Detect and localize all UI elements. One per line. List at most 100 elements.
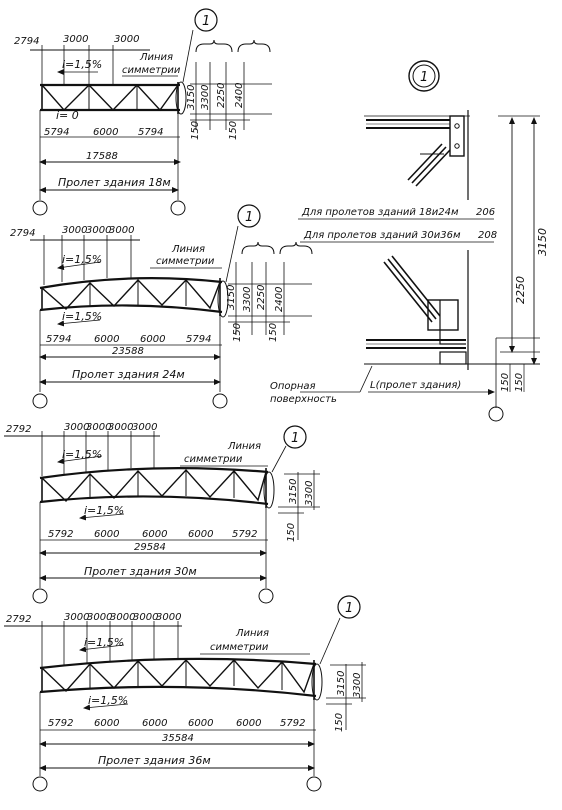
truss-30-height-dim-2: 150 xyxy=(286,523,297,542)
detail-axis-circle xyxy=(488,406,504,422)
truss-30-bottom-dim-3: 6000 xyxy=(188,529,213,540)
truss-24-axis-right xyxy=(212,393,228,409)
truss-30-drawing: 2792 3000 3000 3000 3000 i=1,5% Линия си… xyxy=(4,422,320,604)
truss-24-axis-left xyxy=(32,393,48,409)
truss-30-bottom-dim-1: 6000 xyxy=(94,529,119,540)
detail-dim-3150: 3150 xyxy=(536,228,549,256)
truss-36-axis-right xyxy=(306,776,322,792)
truss-18-slope-bottom: i= 0 xyxy=(56,109,79,122)
truss-24-drawing: 2794 3000 3000 3000 i=1,5% Линия симметр… xyxy=(10,204,313,409)
truss-36-axis-left xyxy=(32,776,48,792)
truss-30-span-label: Пролет здания 30м xyxy=(84,565,197,578)
truss-18-bottom-dim-2: 5794 xyxy=(138,127,163,138)
detail-height-dims: 3150 2250 150 150 xyxy=(495,115,549,408)
truss-18-height-dim-4: 150 xyxy=(190,121,201,140)
detail-dim-2250: 2250 xyxy=(514,276,527,304)
truss-30-top-dim-2: 3000 xyxy=(86,422,111,433)
detail-label-30-36: Для пролетов зданий 30и36м xyxy=(303,230,461,241)
truss-36-height-dims: 3150 3300 150 xyxy=(326,662,366,732)
truss-24-top-dim-1: 3000 xyxy=(62,225,87,236)
support-detail-1: 1 Для пролетов зданий 18и24м 206 Для про… xyxy=(270,60,549,422)
truss-18-callout-number: 1 xyxy=(202,14,210,29)
truss-24-symmetry-label-0: Линия xyxy=(171,244,205,255)
truss-36-height-dim-2: 150 xyxy=(334,713,345,732)
truss-36-symmetry-label-0: Линия xyxy=(235,628,269,639)
detail-callout-outer xyxy=(408,60,440,92)
truss-30-symmetry-label-1: симметрии xyxy=(184,454,243,465)
truss-18-axis-right xyxy=(170,200,186,216)
detail-dim-150-right: 150 xyxy=(514,373,525,392)
truss-18-bottom-dim-1: 6000 xyxy=(93,127,118,138)
truss-18-top-dim-0: 2794 xyxy=(14,36,39,47)
truss-36-body xyxy=(39,657,317,700)
truss-24-bottom-dim-3: 5794 xyxy=(186,334,211,345)
truss-30-slope-top: i=1,5% xyxy=(62,448,102,461)
truss-36-height-dim-0: 3150 xyxy=(336,671,347,696)
truss-36-top-dim-5: 3000 xyxy=(156,612,181,623)
truss-36-height-dim-1: 3300 xyxy=(352,673,363,698)
detail-value-18-24: 206 xyxy=(476,207,495,218)
detail-upper-node xyxy=(364,110,470,200)
truss-30-slope-bottom: i=1,5% xyxy=(84,504,124,517)
truss-24-top-dim-0: 2794 xyxy=(10,228,35,239)
truss-18-symmetry-label-1: симметрии xyxy=(122,65,181,76)
truss-18-height-dim-5: 150 xyxy=(228,121,239,140)
truss-30-top-dim-4: 3000 xyxy=(132,422,157,433)
detail-dim-150-left: 150 xyxy=(500,373,511,392)
truss-24-height-dim-5: 150 xyxy=(268,323,279,342)
truss-18-height-dim-0: 3150 xyxy=(186,85,197,110)
truss-18-symmetry-label-0: Линия xyxy=(139,52,173,63)
detail-support-label-1: поверхность xyxy=(270,394,337,405)
truss-30-callout-number: 1 xyxy=(291,431,299,446)
truss-18-axis-left xyxy=(32,200,48,216)
truss-18-bottom-dim-0: 5794 xyxy=(44,127,69,138)
truss-36-bottom-dim-5: 5792 xyxy=(280,718,305,729)
truss-36-bottom-dim-0: 5792 xyxy=(48,718,73,729)
truss-30-bottom-dim-2: 6000 xyxy=(142,529,167,540)
truss-24-slope-bottom: i=1,5% xyxy=(62,310,102,323)
truss-36-symmetry-label-1: симметрии xyxy=(210,642,269,653)
truss-24-callout-circle xyxy=(237,204,261,228)
detail-label-18-24: Для пролетов зданий 18и24м xyxy=(301,207,459,218)
truss-24-top-dim-2: 3000 xyxy=(86,225,111,236)
truss-30-height-dims: 3150 3300 150 xyxy=(278,470,320,542)
truss-24-top-dim-3: 3000 xyxy=(109,225,134,236)
truss-30-bottom-dim-4: 5792 xyxy=(232,529,257,540)
truss-24-height-dim-4: 150 xyxy=(232,323,243,342)
truss-24-height-dims: 3150 3300 2250 2400 150 150 xyxy=(226,262,312,342)
truss-24-body xyxy=(39,277,223,316)
truss-18-height-dim-1: 3300 xyxy=(200,85,211,110)
truss-24-slope-top: i=1,5% xyxy=(62,253,102,266)
truss-36-top-dim-3: 3000 xyxy=(110,612,135,623)
truss-24-detail-ellipse xyxy=(217,280,229,318)
truss-30-detail-ellipse xyxy=(263,471,275,509)
truss-18-height-dims: 3150 3300 2250 2400 150 150 xyxy=(186,62,272,140)
truss-18-callout-circle xyxy=(194,8,218,32)
truss-18-drawing: 2794 3000 3000 i=1,5% Линия симметрии i=… xyxy=(14,8,272,216)
truss-30-height-dim-0: 3150 xyxy=(288,479,299,504)
detail-callout-number: 1 xyxy=(420,70,428,85)
truss-30-bottom-dim-0: 5792 xyxy=(48,529,73,540)
truss-24-bottom-dim-0: 5794 xyxy=(46,334,71,345)
truss-30-top-dim-1: 3000 xyxy=(64,422,89,433)
truss-36-bottom-dim-1: 6000 xyxy=(94,718,119,729)
truss-36-drawing: 2792 3000 3000 3000 3000 3000 i=1,5% Лин… xyxy=(4,595,366,792)
truss-18-detail-ellipse xyxy=(175,81,187,115)
truss-36-span-label: Пролет здания 36м xyxy=(98,754,211,767)
detail-value-30-36: 208 xyxy=(478,230,497,241)
truss-18-top-dim-1: 3000 xyxy=(63,34,88,45)
truss-24-bottom-dim-1: 6000 xyxy=(94,334,119,345)
detail-lower-node xyxy=(364,250,540,370)
truss-30-top-dim-0: 2792 xyxy=(6,424,31,435)
truss-36-callout-circle xyxy=(337,595,361,619)
truss-18-height-dim-3: 2400 xyxy=(234,83,245,108)
truss-24-height-dim-3: 2400 xyxy=(274,287,285,312)
truss-30-height-dim-1: 3300 xyxy=(304,481,315,506)
detail-callout-inner xyxy=(412,64,436,88)
truss-36-bottom-dim-4: 6000 xyxy=(236,718,261,729)
truss-36-bottom-dim-2: 6000 xyxy=(142,718,167,729)
truss-36-overall-dim: 35584 xyxy=(162,733,194,744)
truss-36-bottom-dim-3: 6000 xyxy=(188,718,213,729)
truss-24-height-dim-0: 3150 xyxy=(226,285,237,310)
